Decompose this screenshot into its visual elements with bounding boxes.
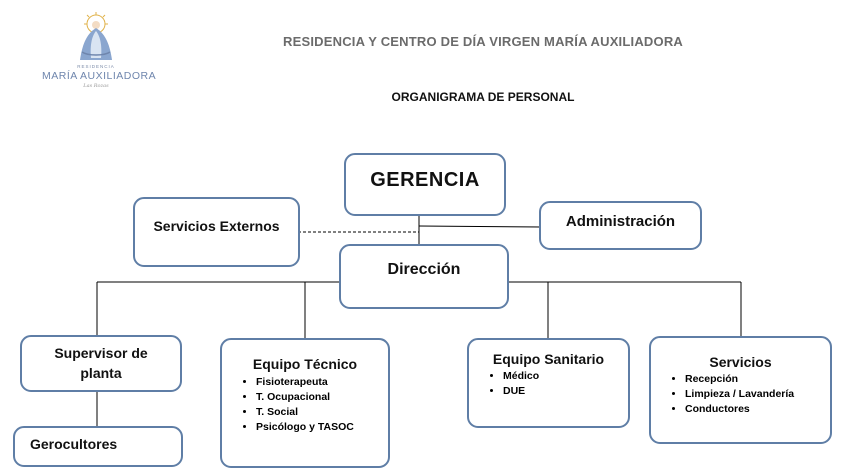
- supervisor-box: Supervisor de planta: [20, 335, 182, 392]
- list-item: Psicólogo y TASOC: [256, 420, 388, 435]
- servicios-title: Servicios: [709, 354, 772, 370]
- logo-signature: Las Rozas: [83, 83, 109, 89]
- gerocultores-label: Gerocultores: [30, 436, 118, 452]
- direccion-label: Dirección: [387, 261, 461, 278]
- servicios-externos-box: Servicios Externos: [133, 197, 300, 267]
- direccion-box: Dirección: [339, 244, 509, 309]
- gerencia-label: GERENCIA: [370, 169, 480, 191]
- list-item: T. Social: [256, 405, 388, 420]
- logo-name: MARÍA AUXILIADORA: [42, 70, 157, 82]
- document-title: RESIDENCIA Y CENTRO DE DÍA VIRGEN MARÍA …: [283, 34, 683, 49]
- administracion-label: Administración: [565, 213, 676, 230]
- equipo-tecnico-list: Fisioterapeuta T. Ocupacional T. Social …: [222, 375, 388, 435]
- equipo-tecnico-title: Equipo Técnico: [252, 356, 358, 372]
- residence-logo: RESIDENCIA MARÍA AUXILIADORA Las Rozas: [42, 12, 157, 92]
- list-item: Médico: [503, 369, 628, 384]
- servicios-box: Servicios Recepción Limpieza / Lavanderí…: [649, 336, 832, 444]
- equipo-sanitario-list: Médico DUE: [469, 369, 628, 399]
- administracion-box: Administración: [539, 201, 702, 250]
- list-item: DUE: [503, 384, 628, 399]
- equipo-sanitario-title: Equipo Sanitario: [492, 351, 605, 367]
- administracion-link: [418, 225, 542, 228]
- servicios-list: Recepción Limpieza / Lavandería Conducto…: [651, 372, 830, 417]
- servicios-externos-label: Servicios Externos: [153, 218, 280, 234]
- equipo-tecnico-box: Equipo Técnico Fisioterapeuta T. Ocupaci…: [220, 338, 390, 468]
- equipo-sanitario-box: Equipo Sanitario Médico DUE: [467, 338, 630, 428]
- gerocultores-box: Gerocultores: [13, 426, 183, 467]
- list-item: Conductores: [685, 402, 830, 417]
- gerencia-box: GERENCIA: [344, 153, 506, 216]
- list-item: Fisioterapeuta: [256, 375, 388, 390]
- virgin-mary-emblem-icon: [80, 12, 112, 60]
- supervisor-label: Supervisor de planta: [54, 345, 148, 381]
- list-item: Recepción: [685, 372, 830, 387]
- document-subtitle: ORGANIGRAMA DE PERSONAL: [391, 90, 575, 104]
- logo-top-text: RESIDENCIA: [77, 64, 115, 69]
- list-item: T. Ocupacional: [256, 390, 388, 405]
- list-item: Limpieza / Lavandería: [685, 387, 830, 402]
